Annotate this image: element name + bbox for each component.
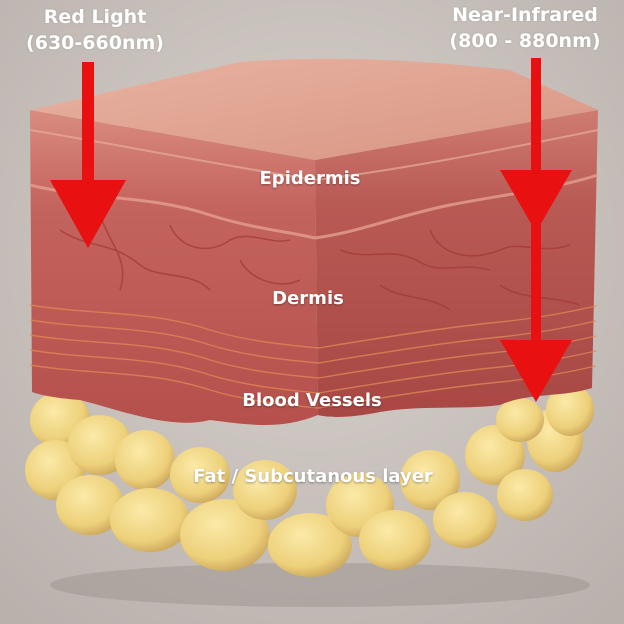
near-infrared-range: (800 - 880nm) [449, 30, 601, 52]
fat-subcutaneous-label: Fat / Subcutanous layer [193, 466, 433, 487]
red-light-arrow [50, 62, 126, 248]
cube-top-face [30, 58, 598, 160]
near-infrared-label: Near-Infrared (800 - 880nm) [430, 2, 620, 54]
capillaries [59, 214, 581, 311]
red-light-title: Red Light [43, 6, 147, 28]
cube-right-face [315, 110, 598, 417]
red-light-label: Red Light (630-660nm) [10, 4, 180, 56]
fat-globules [25, 384, 594, 577]
cube-left-face [30, 110, 318, 425]
red-light-range: (630-660nm) [26, 32, 164, 54]
dermis-label: Dermis [272, 288, 344, 309]
near-infrared-title: Near-Infrared [452, 4, 598, 26]
blood-vessels-label: Blood Vessels [242, 390, 382, 411]
cube-shadow [50, 563, 590, 607]
near-infrared-arrow [500, 58, 572, 402]
epidermis-label: Epidermis [259, 168, 361, 189]
